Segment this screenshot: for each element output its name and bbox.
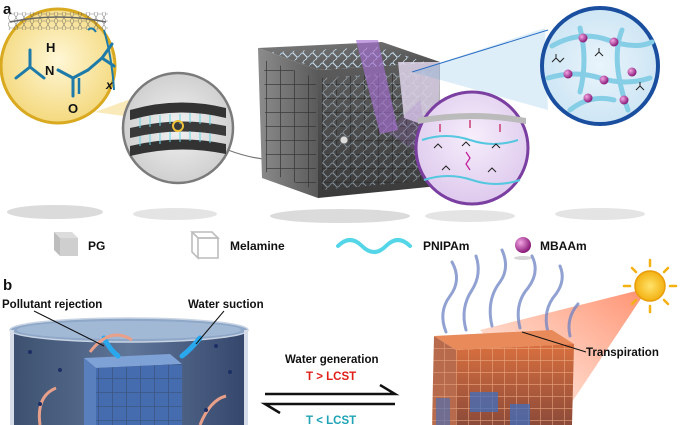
crosslink-spheres: [563, 33, 637, 105]
water-generation-label: Water generation: [285, 354, 379, 366]
atom-o: O: [68, 101, 78, 116]
floor-shadows: [7, 205, 645, 223]
network-inset: [411, 6, 660, 126]
melamine-cube-icon: [190, 231, 220, 260]
heated-cube: [432, 330, 574, 425]
legend-melamine-label: Melamine: [230, 239, 285, 253]
pollutant-rejection-label: Pollutant rejection: [2, 299, 102, 311]
atom-n: N: [45, 63, 54, 78]
interface-inset: [386, 90, 530, 206]
pollutant-leader-line: [33, 310, 105, 347]
sun-icon: [622, 258, 678, 314]
mbaam-sphere-icon: [515, 237, 531, 253]
transpiration-label: Transpiration: [586, 347, 659, 359]
reverse-arrow: [260, 402, 395, 415]
vapor-streams: [441, 248, 580, 338]
t-below-lcst-label: T < LCST: [306, 415, 356, 425]
water-suction-label: Water suction: [188, 299, 264, 311]
legend: PG Melamine PNIPAm MBAAm: [54, 231, 587, 260]
graphene-layers-inset: [121, 71, 331, 185]
pnipam-molecule-inset: H N O x: [0, 7, 152, 125]
legend-pg-label: PG: [88, 239, 105, 253]
panel-label-a: a: [3, 1, 12, 18]
forward-arrow: [265, 383, 400, 396]
panel-label-b: b: [3, 277, 12, 294]
pnipam-wave-icon: [336, 238, 412, 254]
pg-cube-icon: [54, 232, 78, 256]
legend-pnipam-label: PNIPAm: [423, 239, 469, 253]
beaker-scene: [9, 317, 249, 425]
legend-mbaam-label: MBAAm: [540, 239, 587, 253]
repeat-x: x: [105, 78, 114, 92]
transpiration-leader-line: [521, 331, 587, 353]
suction-leader-line: [195, 310, 225, 345]
hydrogel-cube: [258, 40, 440, 198]
atom-h: H: [46, 40, 55, 55]
t-above-lcst-label: T > LCST: [306, 371, 356, 383]
